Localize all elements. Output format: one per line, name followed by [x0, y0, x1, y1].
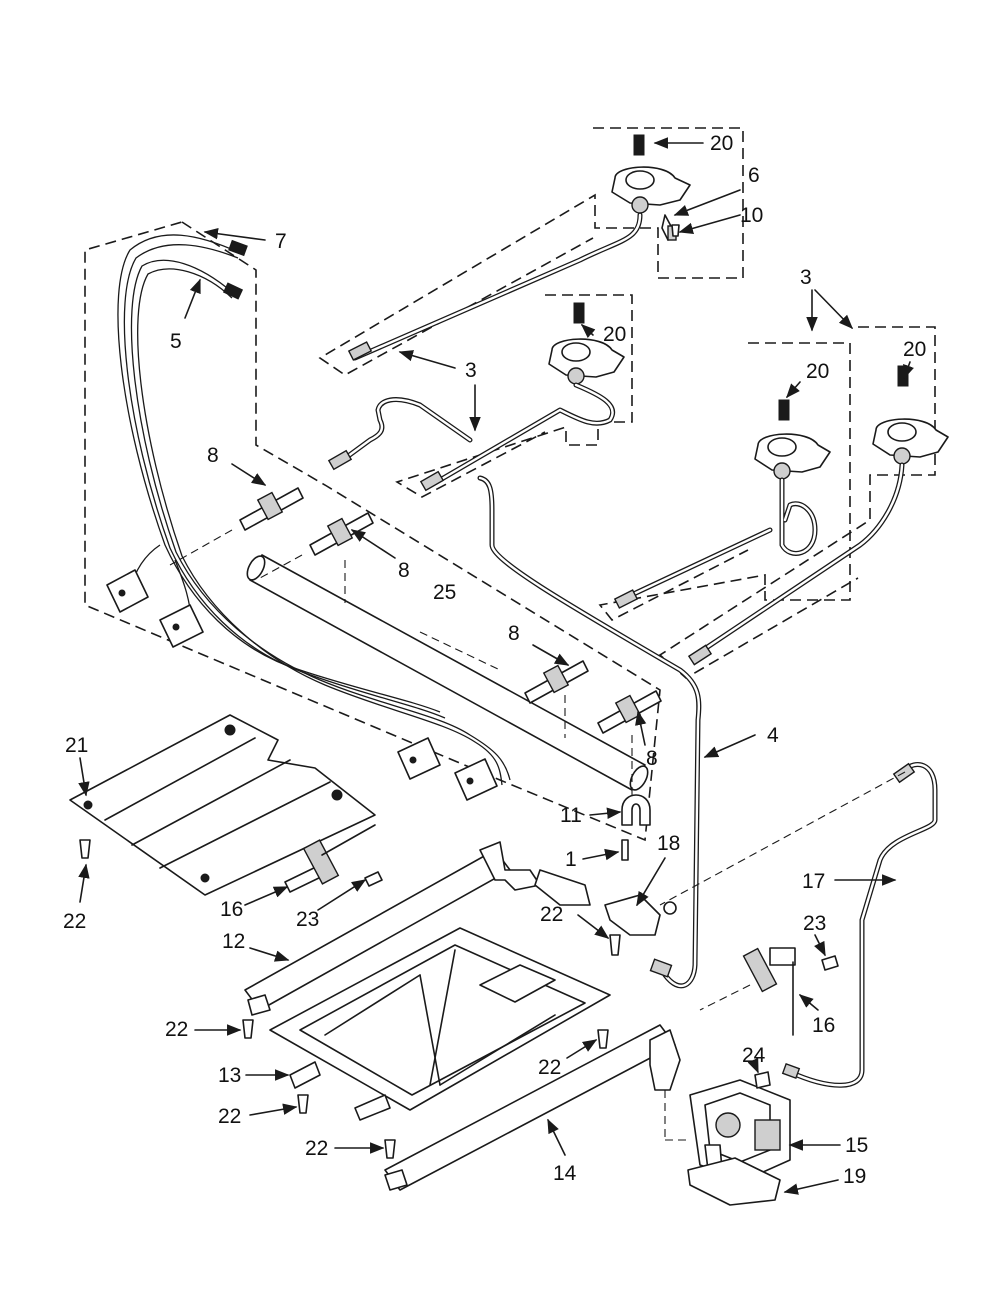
callout-23-right: 23	[803, 912, 826, 935]
bake-burner-tube	[244, 841, 677, 1016]
ignition-wire-harness	[106, 234, 511, 801]
callout-19: 19	[843, 1165, 866, 1188]
callout-21: 21	[65, 734, 88, 757]
gas-tubes	[327, 212, 905, 666]
callout-8-lower-middle: 8	[508, 622, 520, 645]
burner-valve-assemblies	[548, 134, 949, 480]
callout-8-upper-middle: 8	[398, 559, 410, 582]
callout-14: 14	[553, 1162, 577, 1185]
mounting-screws	[242, 934, 621, 1159]
callout-20-right-1: 20	[806, 360, 829, 383]
callout-18: 18	[657, 832, 680, 855]
orifice-spuds	[169, 487, 662, 800]
callout-10: 10	[740, 204, 763, 227]
callout-24: 24	[742, 1044, 766, 1067]
callout-8-lower-right: 8	[646, 747, 658, 770]
callout-labels: 20 6 10 7 5 3 3 20 20 20 8 8 25 8 8 4 21…	[63, 132, 926, 1188]
callout-6: 6	[748, 164, 760, 187]
regulator-bracket-plate	[687, 1157, 781, 1206]
callout-20-middle: 20	[603, 323, 626, 346]
oven-gas-valve-regulator	[664, 1071, 791, 1181]
callout-22-bottom: 22	[305, 1137, 328, 1160]
callout-11: 11	[560, 804, 582, 827]
callout-12: 12	[222, 930, 245, 953]
oven-gas-tube	[659, 762, 938, 1088]
callout-17: 17	[802, 870, 825, 893]
leader-arrows	[78, 137, 914, 1195]
burner-tray	[69, 714, 376, 896]
callout-15: 15	[845, 1134, 868, 1157]
callout-5: 5	[170, 330, 182, 353]
broil-burner-tube	[384, 1024, 681, 1191]
callout-13: 13	[218, 1064, 241, 1087]
burner-manifold-pipe	[246, 554, 649, 791]
callout-3-right: 3	[800, 266, 812, 289]
callout-23-left: 23	[296, 908, 319, 931]
main-gas-tube	[477, 475, 702, 989]
callout-1: 1	[565, 848, 577, 871]
callout-22-center: 22	[540, 903, 563, 926]
callout-22-bake: 22	[165, 1018, 188, 1041]
callout-22-left-tray: 22	[63, 910, 86, 933]
callout-22-broil: 22	[538, 1056, 561, 1079]
bake-igniter-right	[699, 947, 839, 1036]
callout-4: 4	[767, 724, 779, 747]
callout-8-upper-left: 8	[207, 444, 219, 467]
callout-25: 25	[433, 581, 456, 604]
bottom-heat-shield	[269, 927, 611, 1121]
callout-3-middle: 3	[465, 359, 477, 382]
callout-16-right: 16	[812, 1014, 835, 1037]
callout-22-shield: 22	[218, 1105, 241, 1128]
callout-20-right-2: 20	[903, 338, 926, 361]
callout-16-left: 16	[220, 898, 243, 921]
callout-7: 7	[275, 230, 287, 253]
manifold-bracket	[621, 794, 651, 861]
callout-20-top: 20	[710, 132, 733, 155]
bake-igniter-left	[284, 824, 383, 893]
